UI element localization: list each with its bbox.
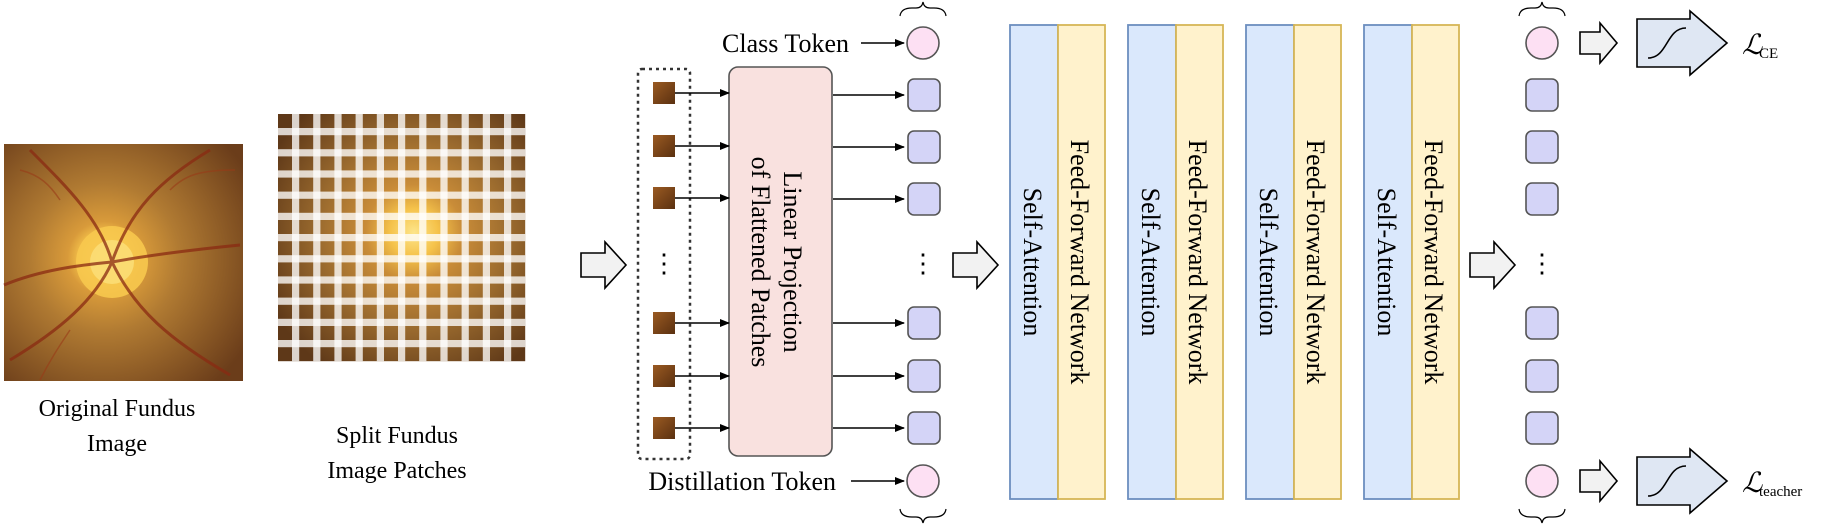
- svg-text:teacher: teacher: [1759, 484, 1802, 500]
- patch-token-output: [1525, 306, 1559, 340]
- distillation-token: [906, 464, 940, 498]
- class-token: [906, 26, 940, 60]
- class-token-label: Class Token: [722, 29, 849, 58]
- patch-grid-gap: [278, 234, 526, 242]
- feed-forward-box: [1293, 24, 1342, 500]
- block-arrow-icon: [1469, 239, 1517, 291]
- transformer-block-4: Self-Attention Feed-Forward Network: [1363, 24, 1460, 500]
- feed-forward-box: [1411, 24, 1460, 500]
- patch-thumbnail: [653, 365, 675, 387]
- block-arrow-icon: [580, 239, 628, 291]
- original-image-label-line2: Image: [87, 431, 147, 457]
- patch-grid-gap: [278, 297, 526, 305]
- patch-token-output: [1525, 411, 1559, 445]
- svg-text:CE: CE: [1759, 46, 1778, 62]
- original-image-label-line1: Original Fundus: [39, 396, 196, 422]
- patch-token: [907, 306, 941, 340]
- distillation-token-label: Distillation Token: [648, 467, 836, 496]
- svg-text:ℒ: ℒ: [1742, 30, 1763, 61]
- self-attention-box: [1127, 24, 1177, 500]
- split-patches-label-line2: Image Patches: [327, 458, 466, 484]
- output-token-ellipsis: ⋮: [1529, 249, 1555, 278]
- brace-icon: [899, 508, 947, 524]
- patch-token: [907, 78, 941, 112]
- patch-thumbnail: [653, 187, 675, 209]
- patch-thumbnail: [653, 417, 675, 439]
- patch-token-output: [1525, 130, 1559, 164]
- brace-icon: [1518, 508, 1566, 524]
- feed-forward-box: [1175, 24, 1224, 500]
- projection-output-arrows: [833, 91, 905, 432]
- sigmoid-head-icon: [1636, 447, 1729, 515]
- block-arrow-icon: [1579, 20, 1619, 66]
- patch-token-output: [1525, 182, 1559, 216]
- distillation-token-output: [1525, 464, 1559, 498]
- patch-token: [907, 411, 941, 445]
- patch-token-output: [1525, 78, 1559, 112]
- projection-label-line1: Linear Projection: [778, 171, 807, 352]
- patch-grid-gap: [278, 340, 526, 348]
- block-arrow-icon: [1579, 458, 1619, 504]
- block-arrow-icon: [952, 239, 1000, 291]
- patch-ellipsis: ⋮: [651, 249, 677, 278]
- patch-token: [907, 359, 941, 393]
- split-patches-label-line1: Split Fundus: [336, 423, 458, 449]
- patch-grid-gap: [278, 318, 526, 326]
- patch-thumbnail: [653, 82, 675, 104]
- class-token-output: [1525, 26, 1559, 60]
- brace-icon: [899, 1, 947, 17]
- brace-icon: [1518, 1, 1566, 17]
- output-token-column: ⋮: [1518, 1, 1566, 524]
- self-attention-label: Self-Attention: [1018, 188, 1047, 337]
- patch-grid-gap: [482, 114, 490, 362]
- patch-grid-gap: [504, 114, 512, 362]
- patch-grid-gap: [419, 114, 427, 362]
- feed-forward-label: Feed-Forward Network: [1065, 140, 1094, 385]
- patch-thumbnail: [653, 135, 675, 157]
- patch-grid-gap: [461, 114, 469, 362]
- patch-thumbnails: [653, 82, 675, 439]
- patch-connectors: [675, 89, 730, 432]
- self-attention-label: Self-Attention: [1136, 188, 1165, 337]
- patch-grid-gap: [278, 255, 526, 263]
- transformer-block-3: Self-Attention Feed-Forward Network: [1245, 24, 1342, 500]
- transformer-block-1: Self-Attention Feed-Forward Network: [1009, 24, 1106, 500]
- patch-thumbnail: [653, 312, 675, 334]
- svg-text:ℒ: ℒ: [1742, 468, 1763, 499]
- self-attention-box: [1363, 24, 1413, 500]
- feed-forward-box: [1057, 24, 1106, 500]
- patch-sequence-box: [636, 67, 692, 461]
- input-token-column: ⋮: [899, 1, 947, 524]
- patch-token: [907, 182, 941, 216]
- self-attention-label: Self-Attention: [1372, 188, 1401, 337]
- patch-grid-gap: [440, 114, 448, 362]
- loss-ce-label: ℒ CE: [1742, 30, 1778, 62]
- sigmoid-head-icon: [1636, 9, 1729, 77]
- linear-projection-box: [728, 66, 833, 457]
- split-patches-grid: [278, 114, 526, 362]
- original-fundus-image: [3, 144, 243, 381]
- loss-teacher-label: ℒ teacher: [1742, 468, 1802, 500]
- projection-label-line2: of Flattened Patches: [746, 157, 775, 368]
- transformer-block-2: Self-Attention Feed-Forward Network: [1127, 24, 1224, 500]
- patch-token: [907, 130, 941, 164]
- patch-token-output: [1525, 359, 1559, 393]
- self-attention-label: Self-Attention: [1254, 188, 1283, 337]
- feed-forward-label: Feed-Forward Network: [1419, 140, 1448, 385]
- token-ellipsis: ⋮: [910, 249, 936, 278]
- feed-forward-label: Feed-Forward Network: [1301, 140, 1330, 385]
- feed-forward-label: Feed-Forward Network: [1183, 140, 1212, 385]
- patch-grid-gap: [278, 276, 526, 284]
